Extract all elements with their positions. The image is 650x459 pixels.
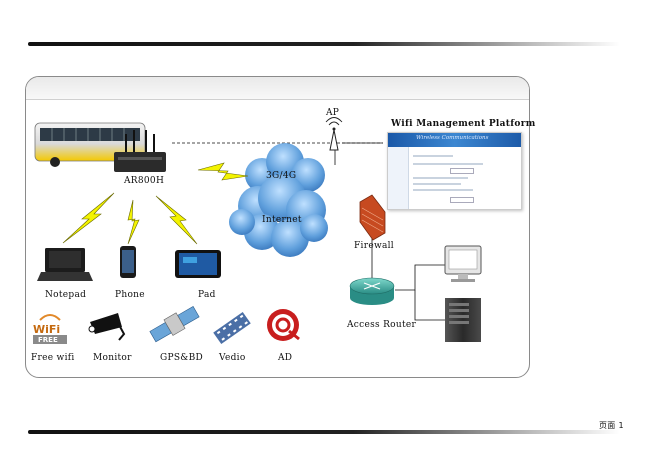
monitor-label: Monitor — [93, 353, 132, 363]
platform-field — [450, 168, 474, 174]
ad-label: AD — [278, 353, 293, 363]
free-wifi-label: Free wifi — [31, 353, 75, 363]
tablet-icon — [175, 250, 221, 278]
platform-sidebar — [388, 147, 409, 209]
free-logo-text: FREE — [38, 336, 58, 344]
server-icon — [445, 298, 481, 342]
cloud-icon — [229, 143, 328, 257]
wifi-logo-text: WiFi — [33, 323, 60, 336]
gps-bd-label: GPS&BD — [160, 353, 204, 363]
link-router-server — [414, 290, 445, 321]
platform-line — [413, 189, 473, 191]
ad-icon — [267, 309, 300, 341]
ap-label: AP — [326, 108, 340, 118]
bus-icon — [34, 122, 146, 167]
notepad-label: Notepad — [45, 290, 87, 300]
platform-screenshot: Wireless Communications — [387, 132, 522, 210]
lightning-icon — [62, 162, 249, 245]
router-device-icon — [114, 130, 166, 172]
wifi-free-icon: WiFi FREE — [31, 314, 69, 344]
laptop-icon — [37, 248, 93, 281]
phone-icon — [120, 246, 136, 278]
platform-banner-text: Wireless Communications — [416, 135, 489, 141]
phone-label: Phone — [115, 290, 145, 300]
platform-title: Wifi Management Platform — [391, 119, 536, 129]
platform-line — [413, 155, 453, 157]
platform-line — [413, 177, 468, 179]
access-router-label: Access Router — [347, 320, 417, 330]
header-rule — [28, 42, 620, 46]
vedio-label: Vedio — [219, 353, 246, 363]
film-icon — [213, 311, 251, 345]
firewall-icon — [359, 194, 386, 241]
cloud-3g4g-label: 3G/4G — [266, 171, 297, 181]
link-router-monitor — [395, 264, 445, 291]
platform-field — [450, 197, 474, 203]
internet-label: Internet — [262, 215, 302, 225]
page-number: 页面 1 — [599, 421, 624, 430]
panel-header — [26, 77, 529, 100]
footer-rule — [28, 430, 620, 434]
pad-label: Pad — [198, 290, 216, 300]
antenna-icon — [325, 117, 343, 151]
ar800h-label: AR800H — [124, 176, 165, 186]
platform-line — [413, 163, 483, 165]
platform-banner: Wireless Communications — [388, 133, 521, 147]
camera-icon — [88, 313, 126, 341]
access-router-icon — [349, 277, 395, 305]
monitor-icon — [444, 245, 482, 282]
firewall-label: Firewall — [354, 241, 394, 251]
platform-line — [413, 183, 461, 185]
satellite-icon — [149, 306, 200, 343]
